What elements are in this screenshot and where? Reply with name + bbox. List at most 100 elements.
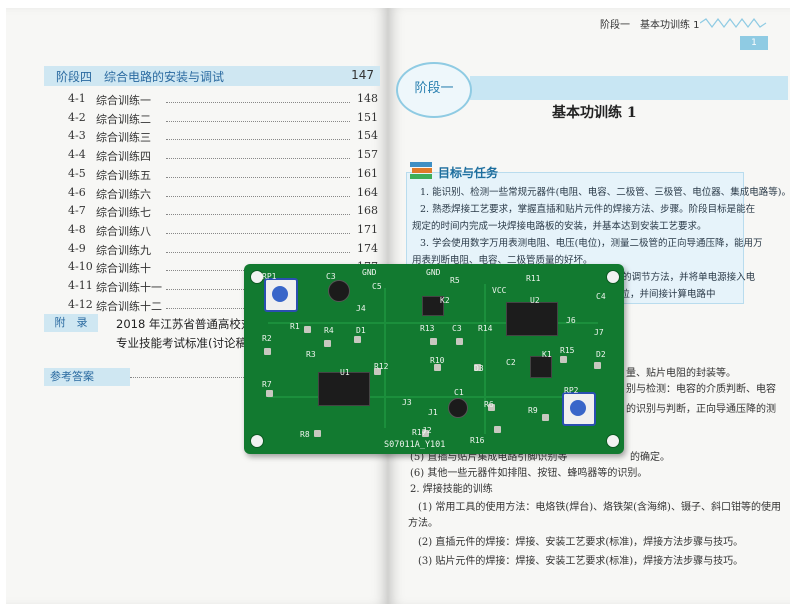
trace (484, 284, 486, 434)
smd-pad (374, 368, 381, 375)
toc-row-number: 4-6 (68, 185, 86, 199)
appendix-label: 附 录 (44, 314, 98, 332)
toc-row-page: 171 (357, 222, 378, 236)
toc-row-page: 161 (357, 166, 378, 180)
toc-row-title: 综合训练三 (96, 131, 151, 145)
goal-line: 3. 学会使用数字万用表测电阻、电压(电位)，测量二极管的正向导通压降，能用万 (420, 238, 763, 249)
capacitor-c3 (328, 280, 350, 302)
toc-row-number: 4-5 (68, 166, 86, 180)
goal-line: 用表判断电阻、电容、二极管质量的好坏。 (412, 255, 593, 266)
silk-label: J1 (428, 408, 438, 417)
trace (268, 322, 598, 324)
toc-row-number: 4-1 (68, 92, 86, 105)
smd-pad (560, 356, 567, 363)
toc-row-page: 154 (357, 129, 378, 143)
toc-row: 4-4 综合训练四 157 (68, 148, 378, 164)
silk-label: R2 (262, 334, 272, 343)
mount-hole (250, 270, 264, 284)
toc-row-leader (166, 102, 350, 103)
toc-section-header: 阶段四 综合电路的安装与调试 147 (44, 66, 380, 86)
toc-row-page: 151 (357, 110, 378, 124)
silk-label: K2 (440, 296, 450, 305)
trace (268, 396, 588, 398)
toc-row-title: 综合训练十一 (96, 281, 162, 294)
toc-row-title: 综合训练一 (96, 94, 151, 107)
toc-row-title: 综合训练十二 (96, 299, 162, 313)
toc-row-number: 4-9 (68, 241, 86, 255)
silk-label: R7 (262, 380, 272, 389)
page-title: 基本功训练 1 (552, 105, 637, 121)
silk-label: R11 (526, 274, 541, 283)
smd-pad (434, 364, 441, 371)
body-line: 2. 焊接技能的训练 (410, 484, 493, 495)
book-stack-icon (410, 162, 432, 179)
silk-label: C5 (372, 282, 382, 291)
toc-row-page: 164 (357, 185, 378, 199)
ic-u2 (506, 302, 558, 336)
ic-u1 (318, 372, 370, 406)
silk-label: J3 (402, 398, 412, 407)
toc-row-page: 148 (357, 92, 378, 105)
stage-badge: 阶段一 (396, 62, 472, 118)
toc-row-leader (166, 214, 350, 216)
silk-label: R3 (306, 350, 316, 359)
answers-label: 参考答案 (44, 368, 130, 386)
relay-k2 (422, 296, 444, 316)
toc-row-number: 4-10 (68, 260, 93, 274)
silk-label: U2 (530, 296, 540, 305)
smd-pad (324, 340, 331, 347)
toc-row: 4-1 综合训练一 148 (68, 92, 378, 108)
silk-label: J6 (566, 316, 576, 325)
toc-row-title: 综合训练五 (96, 168, 151, 182)
toc-row: 4-6 综合训练六 164 (68, 186, 378, 202)
silk-label: R16 (470, 436, 485, 445)
body-line: 方法。 (408, 518, 438, 529)
smd-pad (304, 326, 311, 333)
page-number: 1 (740, 36, 768, 50)
toc-row-number: 4-7 (68, 204, 86, 218)
silk-label: R17 (412, 428, 427, 437)
goal-label: 目标与任务 (438, 166, 499, 180)
toc-row-leader (166, 120, 350, 122)
toc-row-title: 综合训练十 (96, 262, 151, 276)
body-line: 量、贴片电阻的封装等。 (626, 368, 736, 379)
silk-label: VCC (492, 286, 507, 295)
toc-section-page: 147 (351, 68, 374, 82)
toc-row-title: 综合训练六 (96, 187, 151, 201)
smd-pad (354, 336, 361, 343)
smd-pad (430, 338, 437, 345)
toc-row-title: 综合训练七 (96, 206, 151, 220)
toc-row-title: 综合训练八 (96, 224, 151, 238)
toc-row: 4-7 综合训练七 168 (68, 204, 378, 220)
body-line: 别与检测：电容的介质判断、电容 (626, 384, 776, 395)
toc-row-number: 4-4 (68, 148, 86, 162)
toc-row-page: 168 (357, 204, 378, 218)
appendix-line-2: 专业技能考试标准(讨论稿) (116, 336, 252, 350)
silk-label: R6 (484, 400, 494, 409)
silk-label: J2 (422, 426, 432, 435)
toc-row-title: 综合训练四 (96, 150, 151, 164)
silk-label: C4 (596, 292, 606, 301)
toc-row-page: 157 (357, 148, 378, 162)
silk-label: R1 (290, 322, 300, 331)
smd-pad (494, 426, 501, 433)
board-id: S07011A_Y101 (384, 440, 446, 450)
toc-section-title: 阶段四 综合电路的安装与调试 (56, 70, 225, 84)
appendix-line-1: 2018 年江苏省普通高校对口单 (116, 317, 276, 331)
smd-pad (488, 404, 495, 411)
silk-label: R14 (478, 324, 493, 333)
silk-label: D3 (474, 364, 484, 373)
toc-row-title: 综合训练二 (96, 112, 151, 126)
silk-label: D1 (356, 326, 366, 335)
smd-pad (314, 430, 321, 437)
zigzag-ornament (700, 18, 767, 28)
silk-label: K1 (542, 350, 552, 359)
silk-label: R10 (430, 356, 445, 365)
silk-label: C3 (326, 272, 336, 281)
silk-label: R12 (374, 362, 389, 371)
smd-pad (266, 390, 273, 397)
body-line: (6) 其他一些元器件如排阻、按钮、蜂鸣器等的识别。 (410, 468, 648, 479)
